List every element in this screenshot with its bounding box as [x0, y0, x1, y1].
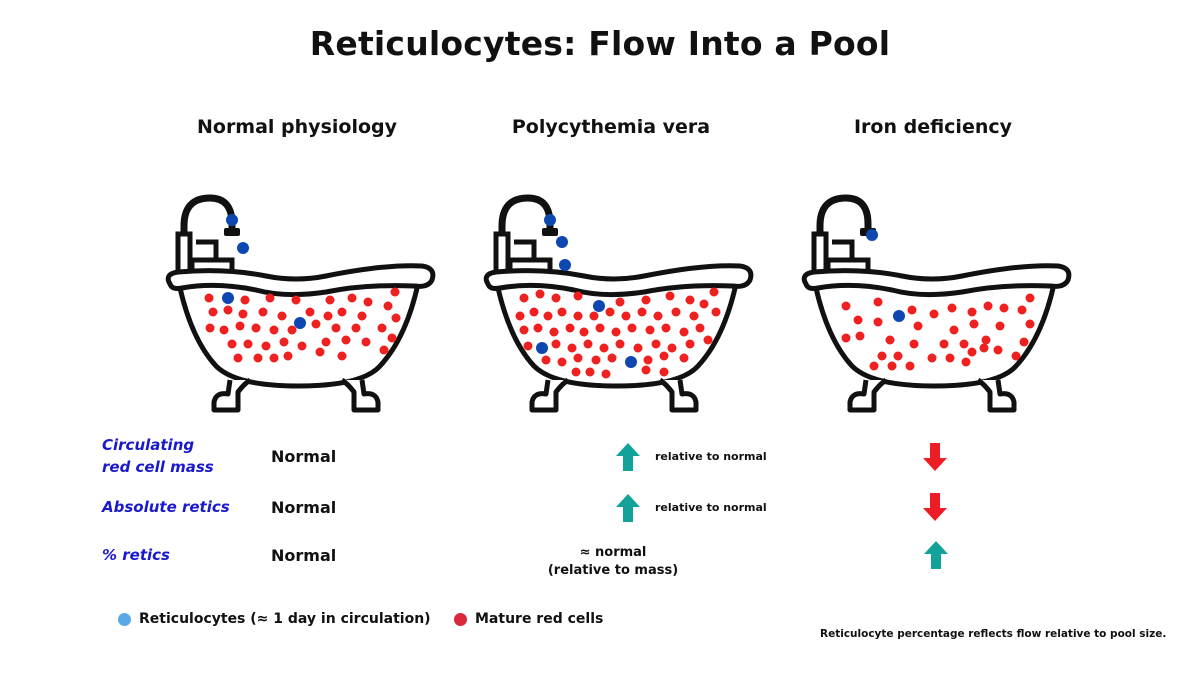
- down-arrow-icon: [923, 493, 947, 521]
- row-label-line1: Circulating: [102, 436, 195, 454]
- bathtub-normal: [168, 198, 433, 410]
- row-label-red-cell-mass: Circulating red cell mass: [102, 434, 214, 478]
- normal-value-red-cell-mass: Normal: [271, 447, 337, 466]
- normal-value-absolute-retics: Normal: [271, 498, 337, 517]
- legend-dot-reticulocytes: [118, 612, 131, 626]
- legend-dot-mature: [454, 612, 467, 626]
- cells-polycythemia: [515, 214, 721, 379]
- relative-note-absolute-retics: relative to normal: [655, 501, 767, 514]
- footnote: Reticulocyte percentage reflects flow re…: [820, 628, 1167, 640]
- relative-note-red-cell-mass: relative to normal: [655, 450, 767, 463]
- legend-reticulocytes: Reticulocytes (≈ 1 day in circulation): [118, 611, 431, 627]
- row-label-percent-retics: % retics: [102, 546, 170, 564]
- row-label-absolute-retics: Absolute retics: [102, 498, 230, 516]
- cells-iron-deficiency: [841, 229, 1035, 371]
- cells-normal: [204, 214, 401, 363]
- legend-label-mature: Mature red cells: [475, 611, 604, 627]
- approx-normal-line1: ≈ normal: [579, 545, 647, 560]
- normal-value-percent-retics: Normal: [271, 546, 337, 565]
- down-arrow-icon: [923, 443, 947, 471]
- row-label-line2: red cell mass: [102, 458, 214, 476]
- column-title-polycythemia: Polycythemia vera: [511, 116, 711, 138]
- column-title-normal: Normal physiology: [196, 116, 397, 138]
- approx-normal-note: ≈ normal (relative to mass): [513, 544, 713, 580]
- up-arrow-icon: [924, 541, 948, 569]
- up-arrow-icon: [616, 443, 640, 471]
- column-title-iron-deficiency: Iron deficiency: [853, 116, 1013, 138]
- up-arrow-icon: [616, 494, 640, 522]
- approx-normal-line2: (relative to mass): [547, 563, 679, 578]
- page-title: Reticulocytes: Flow Into a Pool: [309, 24, 891, 63]
- legend-label-reticulocytes: Reticulocytes (≈ 1 day in circulation): [139, 611, 431, 627]
- legend-mature-red-cells: Mature red cells: [454, 611, 603, 627]
